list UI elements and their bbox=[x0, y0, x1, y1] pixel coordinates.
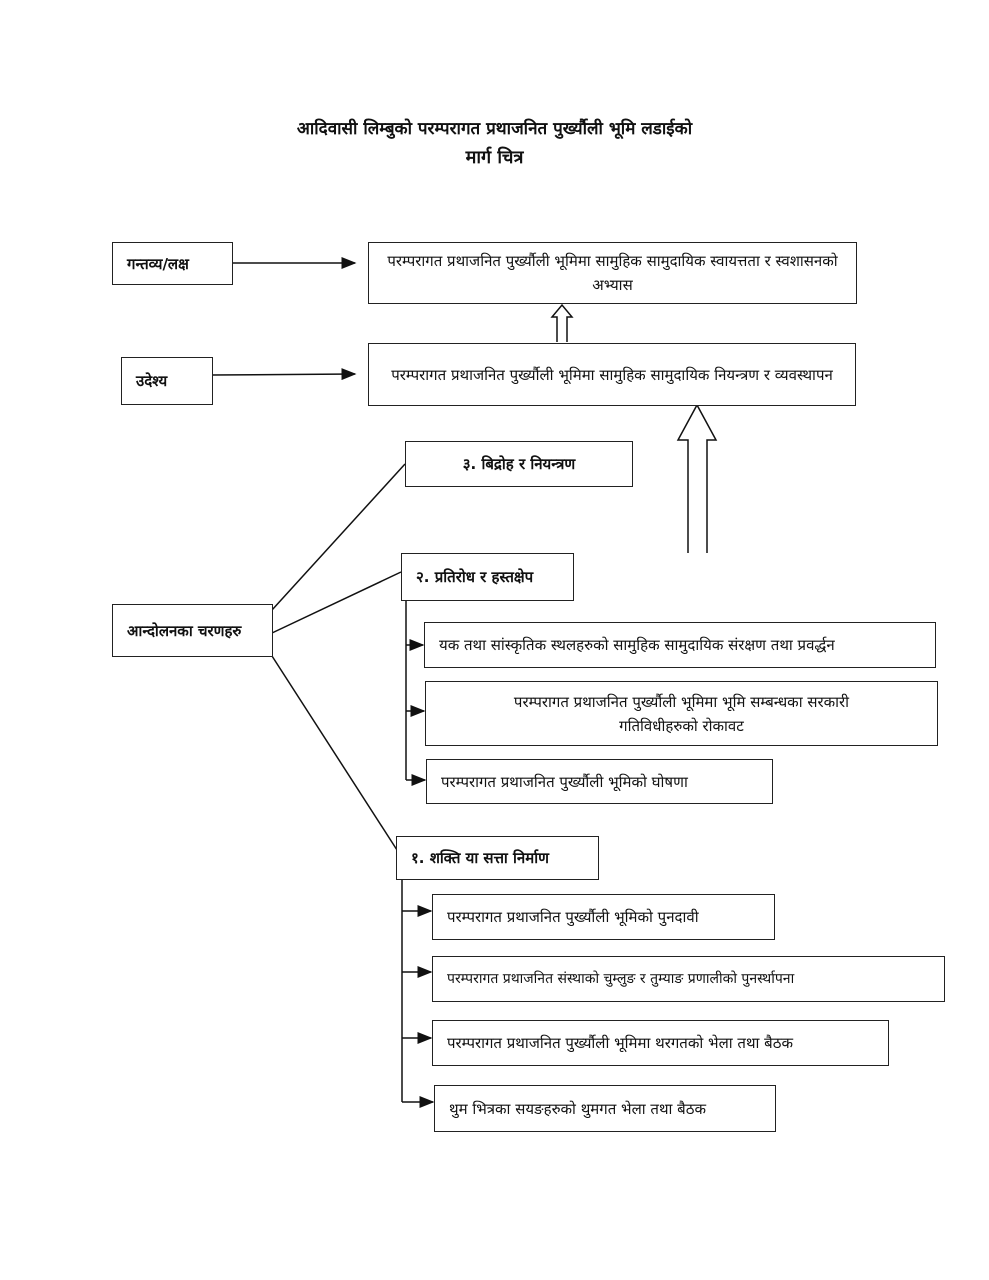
stage1-item: थुम भित्रका सयङहरुको थुमगत भेला तथा बैठक bbox=[434, 1085, 776, 1132]
stage1-box: १. शक्ति या सत्ता निर्माण bbox=[396, 836, 599, 880]
objective-label-box: उदेश्य bbox=[121, 357, 213, 405]
stage2-item: यक तथा सांस्कृतिक स्थलहरुको सामुहिक सामु… bbox=[424, 622, 936, 668]
objective-arrow bbox=[211, 368, 357, 381]
hollow-arrow-small bbox=[550, 303, 574, 342]
goal-box: परम्परागत प्रथाजनित पुर्ख्यौली भूमिमा सा… bbox=[368, 242, 857, 304]
stage1-item: परम्परागत प्रथाजनित पुर्ख्यौली भूमिमा थर… bbox=[432, 1020, 889, 1066]
stage3-box: ३. बिद्रोह र नियन्त्रण bbox=[405, 441, 633, 487]
stage2-box: २. प्रतिरोध र हस्तक्षेप bbox=[401, 553, 574, 601]
diagram-title: आदिवासी लिम्बुको परम्परागत प्रथाजनित पुर… bbox=[296, 119, 693, 139]
goal-label-box: गन्तव्य/लक्ष bbox=[112, 242, 233, 285]
stage2-item: परम्परागत प्रथाजनित पुर्ख्यौली भूमिको घो… bbox=[426, 759, 773, 804]
stage1-item: परम्परागत प्रथाजनित संस्थाको चुम्लुङ र त… bbox=[432, 956, 945, 1002]
stage2-item: परम्परागत प्रथाजनित पुर्ख्यौली भूमिमा भू… bbox=[425, 681, 938, 746]
stage1-item: परम्परागत प्रथाजनित पुर्ख्यौली भूमिको पु… bbox=[432, 894, 775, 940]
hollow-arrow-large bbox=[676, 403, 718, 553]
stage1-link bbox=[271, 655, 398, 851]
diagram-subtitle: मार्ग चित्र bbox=[465, 147, 524, 168]
stage3-link bbox=[271, 463, 406, 611]
movement-stages-box: आन्दोलनका चरणहरु bbox=[112, 604, 273, 657]
objective-box: परम्परागत प्रथाजनित पुर्ख्यौली भूमिमा सा… bbox=[368, 343, 856, 406]
stage2-link bbox=[271, 571, 402, 634]
